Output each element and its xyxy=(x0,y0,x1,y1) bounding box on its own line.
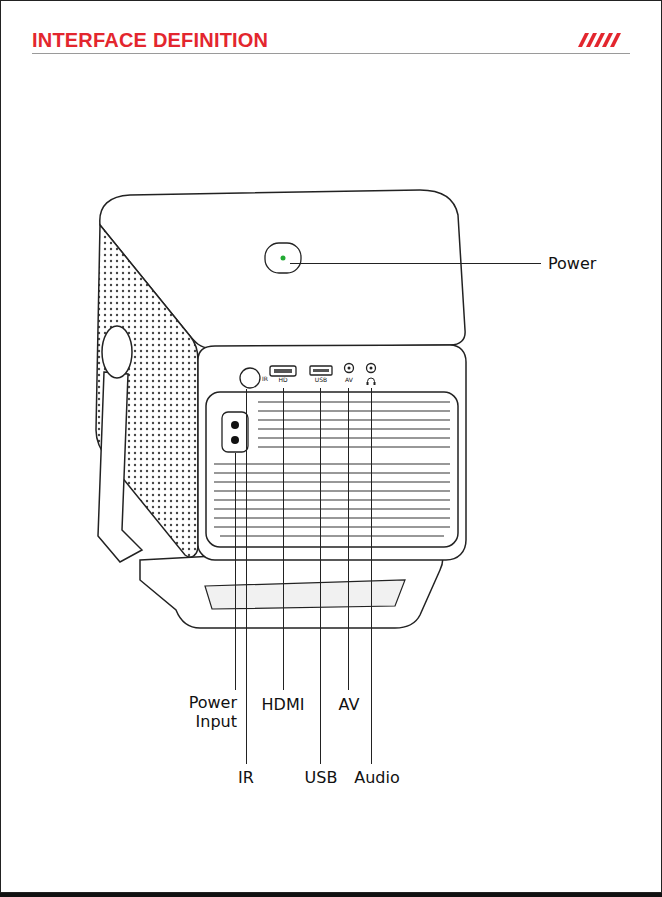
callout-label: Audio xyxy=(354,768,399,787)
vent-slat xyxy=(214,508,450,509)
vent-slat xyxy=(214,526,450,527)
callout-label: IR xyxy=(238,768,254,787)
vent-slat xyxy=(214,472,450,473)
vent-slat xyxy=(214,463,450,464)
hdmi-port-inner xyxy=(274,369,292,373)
av-jack xyxy=(345,364,354,373)
port-marking: AV xyxy=(345,377,353,384)
page-bottom-bar xyxy=(0,893,662,897)
vent-slat xyxy=(214,499,450,500)
vent-slats xyxy=(214,402,450,536)
headphone-icon xyxy=(374,382,376,385)
callout-label: Power xyxy=(548,254,596,273)
headphone-icon xyxy=(368,378,375,384)
vent-panel xyxy=(206,392,458,547)
page-title: INTERFACE DEFINITION xyxy=(32,28,268,52)
vent-slat xyxy=(214,517,450,518)
power-inlet-pin xyxy=(231,421,239,429)
vent-slat xyxy=(258,428,450,429)
vent-slat xyxy=(258,419,450,420)
headphone-icon xyxy=(367,382,369,385)
power-button xyxy=(265,243,301,273)
leader-line xyxy=(348,388,349,690)
vent-slat xyxy=(258,401,450,402)
projector-back xyxy=(198,345,466,560)
power-inlet xyxy=(222,412,248,452)
leader-line xyxy=(283,388,284,690)
vent-slat xyxy=(258,437,450,438)
usb-port-inner xyxy=(313,369,329,372)
leader-line xyxy=(235,453,236,690)
port-marking: USB xyxy=(315,377,327,384)
ir-window xyxy=(240,368,260,388)
stand-arm xyxy=(98,372,142,562)
callout-label: AV xyxy=(339,695,360,714)
vent-slat xyxy=(258,446,450,447)
stand-pivot xyxy=(102,326,132,378)
hdmi-port xyxy=(270,366,296,376)
callout-label: Power Input xyxy=(173,693,237,731)
leader-line xyxy=(290,263,541,264)
usb-port xyxy=(310,366,332,375)
audio-jack xyxy=(367,364,376,373)
title-rule xyxy=(32,53,630,54)
leader-line xyxy=(320,388,321,764)
av-jack-hole xyxy=(348,367,351,370)
power-led xyxy=(281,256,286,261)
vent-slat xyxy=(258,410,450,411)
vent-slat xyxy=(214,481,450,482)
decor-slash xyxy=(610,33,621,47)
audio-jack-hole xyxy=(370,367,373,370)
callout-label: HDMI xyxy=(262,695,305,714)
leader-line xyxy=(246,389,247,764)
leader-line xyxy=(371,388,372,764)
callout-label: USB xyxy=(305,768,338,787)
port-marking: IR xyxy=(262,376,268,383)
vent-slat xyxy=(214,490,450,491)
port-marking: HD xyxy=(278,377,287,384)
vent-slat xyxy=(220,535,444,536)
power-inlet-pin xyxy=(231,436,239,444)
